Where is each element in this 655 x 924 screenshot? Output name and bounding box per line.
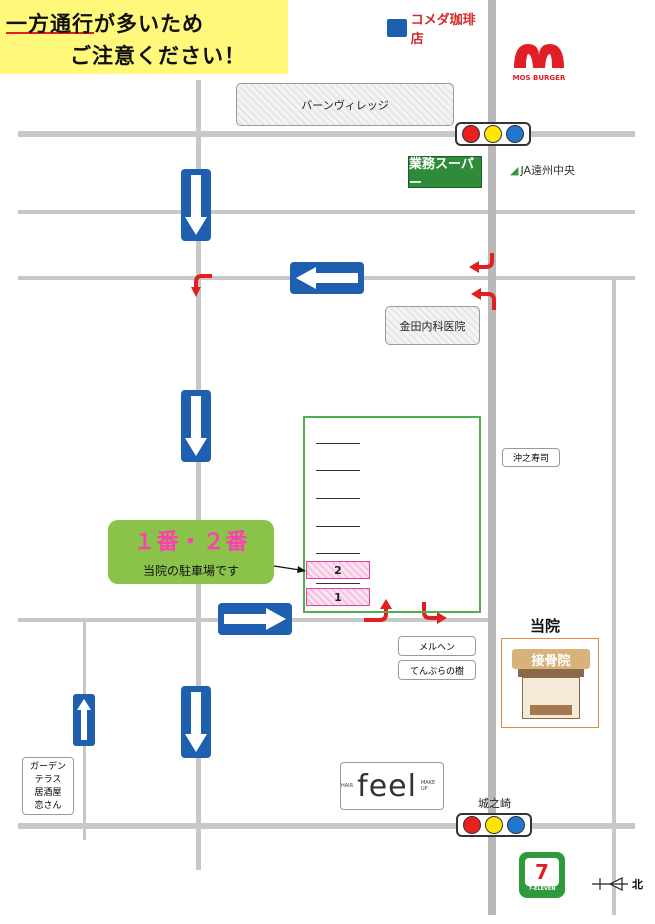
parking-line bbox=[316, 443, 360, 444]
one-way-arrow-right bbox=[218, 603, 292, 635]
parking-line bbox=[316, 526, 360, 527]
callout-pointer-arrow bbox=[273, 565, 306, 573]
mos-m-icon bbox=[514, 44, 564, 68]
turn-arrow-left-down bbox=[191, 274, 212, 297]
caution-notice: 一方通行が多いため ご注意ください！ bbox=[0, 0, 288, 74]
sekkotsuin-building: 接骨院 bbox=[501, 638, 599, 728]
komeda-logo: コメダ珈琲店 bbox=[387, 13, 487, 47]
one-way-arrow-down-2 bbox=[181, 390, 211, 462]
feel-salon-logo: HAIR feel MAKE UP bbox=[340, 762, 444, 810]
notice-line2: ご注意ください！ bbox=[70, 44, 246, 68]
parking-slot-2: 2 bbox=[306, 561, 370, 579]
clinic-roof bbox=[518, 669, 584, 677]
meruhen-label: メルヘン bbox=[398, 636, 476, 656]
road-v-main bbox=[488, 0, 496, 915]
komeda-icon bbox=[387, 19, 407, 37]
parking-caption: 当院の駐車場です bbox=[142, 564, 239, 578]
turn-arrow-top-right bbox=[469, 253, 494, 273]
traffic-light-north bbox=[455, 122, 531, 146]
parking-slot-1: 1 bbox=[306, 588, 370, 606]
sekkotsuin-sign: 接骨院 bbox=[512, 649, 590, 669]
seven-eleven-logo: 7 7-ELEVEN bbox=[519, 852, 565, 898]
one-way-arrow-up bbox=[73, 694, 95, 746]
shironosaki-label: 城之崎 bbox=[478, 797, 511, 810]
ja-leaf-icon: ◢ bbox=[510, 163, 519, 177]
okinozushi-label: 沖之寿司 bbox=[502, 448, 560, 467]
kaneda-clinic-label: 金田内科医院 bbox=[385, 306, 480, 345]
garden-terrace-label: ガーデン テラス 居酒屋 恋さん bbox=[22, 757, 74, 815]
north-indicator: 北 bbox=[590, 876, 643, 892]
seven-icon: 7 bbox=[525, 858, 559, 886]
parking-line bbox=[316, 470, 360, 471]
mos-burger-logo: MOS BURGER bbox=[506, 38, 572, 82]
parking-numbers: １番・２番 bbox=[133, 530, 249, 555]
ja-label: ◢ JA遠州中央 bbox=[510, 163, 576, 178]
road-h1 bbox=[18, 131, 635, 137]
road-v3 bbox=[612, 280, 616, 915]
north-arrow-icon bbox=[592, 877, 628, 891]
one-way-arrow-left bbox=[290, 262, 364, 294]
turn-arrow-bottom-right bbox=[471, 288, 496, 310]
turn-arrow-into-lot bbox=[364, 599, 392, 622]
parking-callout: １番・２番 当院の駐車場です bbox=[108, 520, 274, 584]
barn-village-label: バーンヴィレッジ bbox=[236, 83, 454, 126]
tenpura-label: てんぷらの樹 bbox=[398, 660, 476, 680]
traffic-light-south bbox=[456, 813, 532, 837]
parking-line bbox=[316, 498, 360, 499]
gyomu-super-logo: 業務スーパー bbox=[408, 156, 482, 191]
one-way-arrow-down-1 bbox=[181, 169, 211, 241]
touin-title: 当院 bbox=[530, 617, 561, 635]
parking-line bbox=[316, 553, 360, 554]
one-way-arrow-down-3 bbox=[181, 686, 211, 758]
parking-line bbox=[316, 583, 360, 584]
clinic-bed bbox=[530, 705, 572, 715]
road-h5 bbox=[18, 823, 635, 829]
one-way-text: 一方通行 bbox=[6, 12, 94, 36]
notice-rest: が多いため bbox=[94, 12, 204, 36]
parking-lot bbox=[303, 416, 481, 613]
road-h2 bbox=[18, 210, 635, 214]
road-v1 bbox=[196, 80, 201, 870]
